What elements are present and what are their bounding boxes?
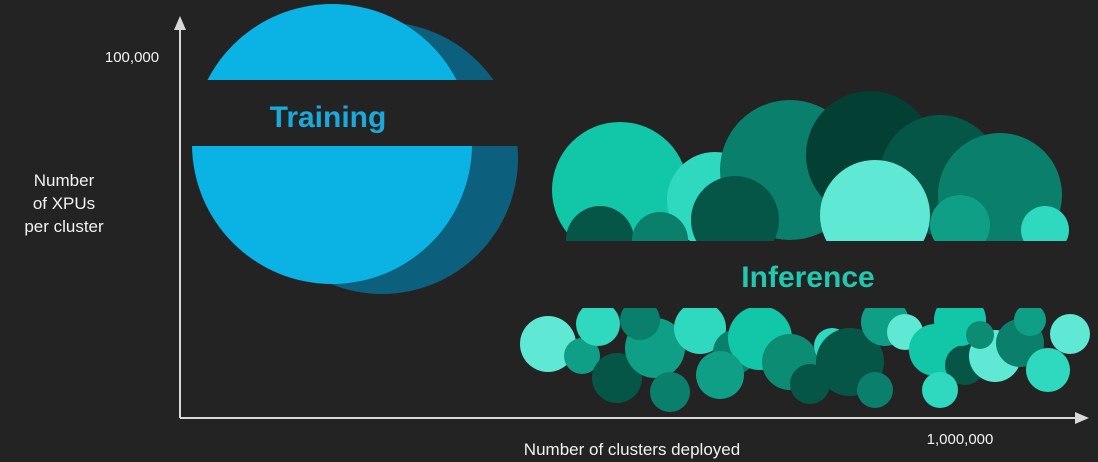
inference-bottom-bubble-25 — [620, 308, 660, 340]
inference-bottom-bubble-6 — [674, 308, 726, 354]
inference-bottom-bubble-28 — [922, 372, 958, 408]
inference-bottom-bubble-5 — [650, 372, 690, 412]
inference-top-bubble-12 — [632, 212, 688, 241]
inference-bottom-bubble-19 — [1026, 348, 1070, 392]
y-axis-max-label: 100,000 — [105, 49, 159, 66]
inference-bottom-bubble-26 — [857, 372, 893, 408]
inference-bottom-bubble-23 — [696, 351, 744, 399]
inference-top-bubble-9 — [930, 195, 990, 241]
inference-bottom-bubble-3 — [592, 353, 642, 403]
inference-bottom-bubble-22 — [966, 321, 994, 349]
inference-bottom-bubble-27 — [1014, 308, 1046, 336]
y-axis-title-line-1: Number — [34, 171, 95, 190]
x-axis-arrow-icon — [1075, 412, 1089, 424]
inference-top-bubble-10 — [1021, 206, 1069, 241]
inference-bottom-bubble-1 — [520, 316, 576, 372]
training-blob — [192, 4, 518, 294]
inference-top-bubble-7 — [691, 176, 779, 241]
inference-bottom-bubble-20 — [1050, 314, 1090, 354]
x-axis-max-label: 1,000,000 — [927, 431, 994, 448]
inference-cluster-bottom — [520, 308, 1090, 412]
inference-bottom-bubble-2 — [564, 338, 600, 374]
y-axis-arrow-icon — [174, 16, 186, 30]
inference-top-bubble-11 — [566, 206, 634, 241]
x-axis-title: Number of clusters deployed — [524, 440, 740, 459]
training-label: Training — [270, 101, 387, 134]
inference-top-bubble-8 — [820, 160, 930, 241]
y-axis-title-line-2: of XPUs — [33, 194, 95, 213]
y-axis-title-line-3: per cluster — [24, 217, 104, 236]
axes — [174, 16, 1089, 424]
training-front-circle — [192, 4, 472, 284]
inference-label: Inference — [741, 261, 874, 294]
inference-cluster-top — [552, 91, 1069, 241]
inference-bottom-bubble-24 — [576, 308, 620, 346]
